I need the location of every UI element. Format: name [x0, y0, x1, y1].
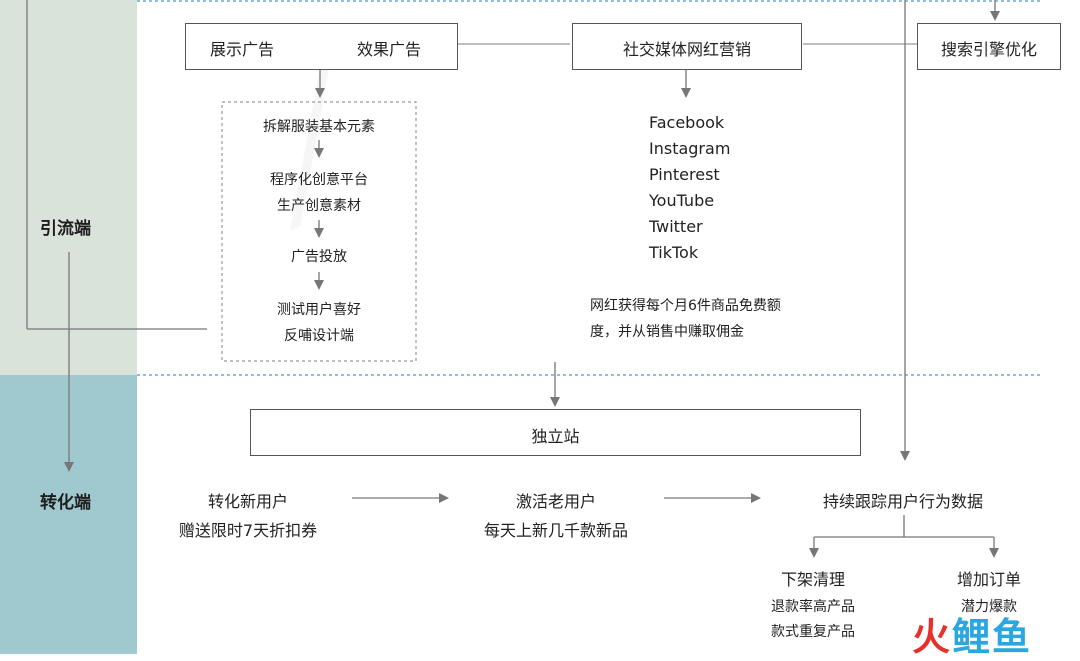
outcome-clear-item-2: 款式重复产品	[771, 624, 855, 640]
new-users-title: 转化新用户	[207, 492, 289, 511]
ad-step-4: 广告投放	[291, 249, 347, 265]
search-box: 搜索引擎优化	[917, 23, 1061, 70]
social-box: 社交媒体网红营销	[572, 23, 802, 70]
outcome-clear-item-1: 退款率高产品	[771, 599, 855, 615]
old-users-detail: 每天上新几千款新品	[483, 521, 629, 540]
site-label: 独立站	[531, 427, 580, 446]
platform-instagram: Instagram	[649, 139, 731, 158]
ad-steps-container	[221, 101, 417, 362]
outcome-orders-item-1: 潜力爆款	[961, 599, 1017, 615]
platform-pinterest: Pinterest	[649, 165, 720, 184]
logo-part-1: 火	[912, 615, 953, 659]
ad-step-1: 拆解服装基本元素	[263, 119, 375, 135]
outcome-clear-title: 下架清理	[780, 570, 846, 589]
ads-box: 展示广告 效果广告	[185, 23, 458, 70]
brand-logo: 火鲤鱼	[912, 606, 1032, 661]
new-users-detail: 赠送限时7天折扣券	[178, 521, 318, 540]
logo-part-2: 鲤鱼	[952, 615, 1033, 659]
platform-facebook: Facebook	[649, 113, 725, 132]
platform-tiktok: TikTok	[649, 243, 699, 262]
search-label: 搜索引擎优化	[940, 40, 1037, 59]
lane-label-conversion: 转化端	[40, 493, 91, 513]
tracking-title: 持续跟踪用户行为数据	[822, 492, 984, 511]
site-box: 独立站	[250, 409, 861, 456]
ads-display-label: 展示广告	[210, 40, 275, 59]
outcome-orders-title: 增加订单	[956, 570, 1022, 589]
old-users-title: 激活老用户	[515, 492, 597, 511]
platform-twitter: Twitter	[649, 217, 703, 236]
social-label: 社交媒体网红营销	[622, 40, 751, 59]
ads-performance-label: 效果广告	[357, 40, 422, 59]
lane-label-traffic: 引流端	[40, 219, 91, 239]
ad-step-3: 生产创意素材	[277, 198, 361, 214]
platform-youtube: YouTube	[649, 191, 715, 210]
influencer-note-line-2: 度，并从销售中赚取佣金	[590, 324, 744, 340]
ad-step-5: 测试用户喜好	[277, 302, 361, 318]
ad-step-2: 程序化创意平台	[270, 172, 368, 188]
influencer-note-line-1: 网红获得每个月6件商品免费额	[590, 298, 781, 314]
ad-step-6: 反哺设计端	[284, 328, 354, 344]
